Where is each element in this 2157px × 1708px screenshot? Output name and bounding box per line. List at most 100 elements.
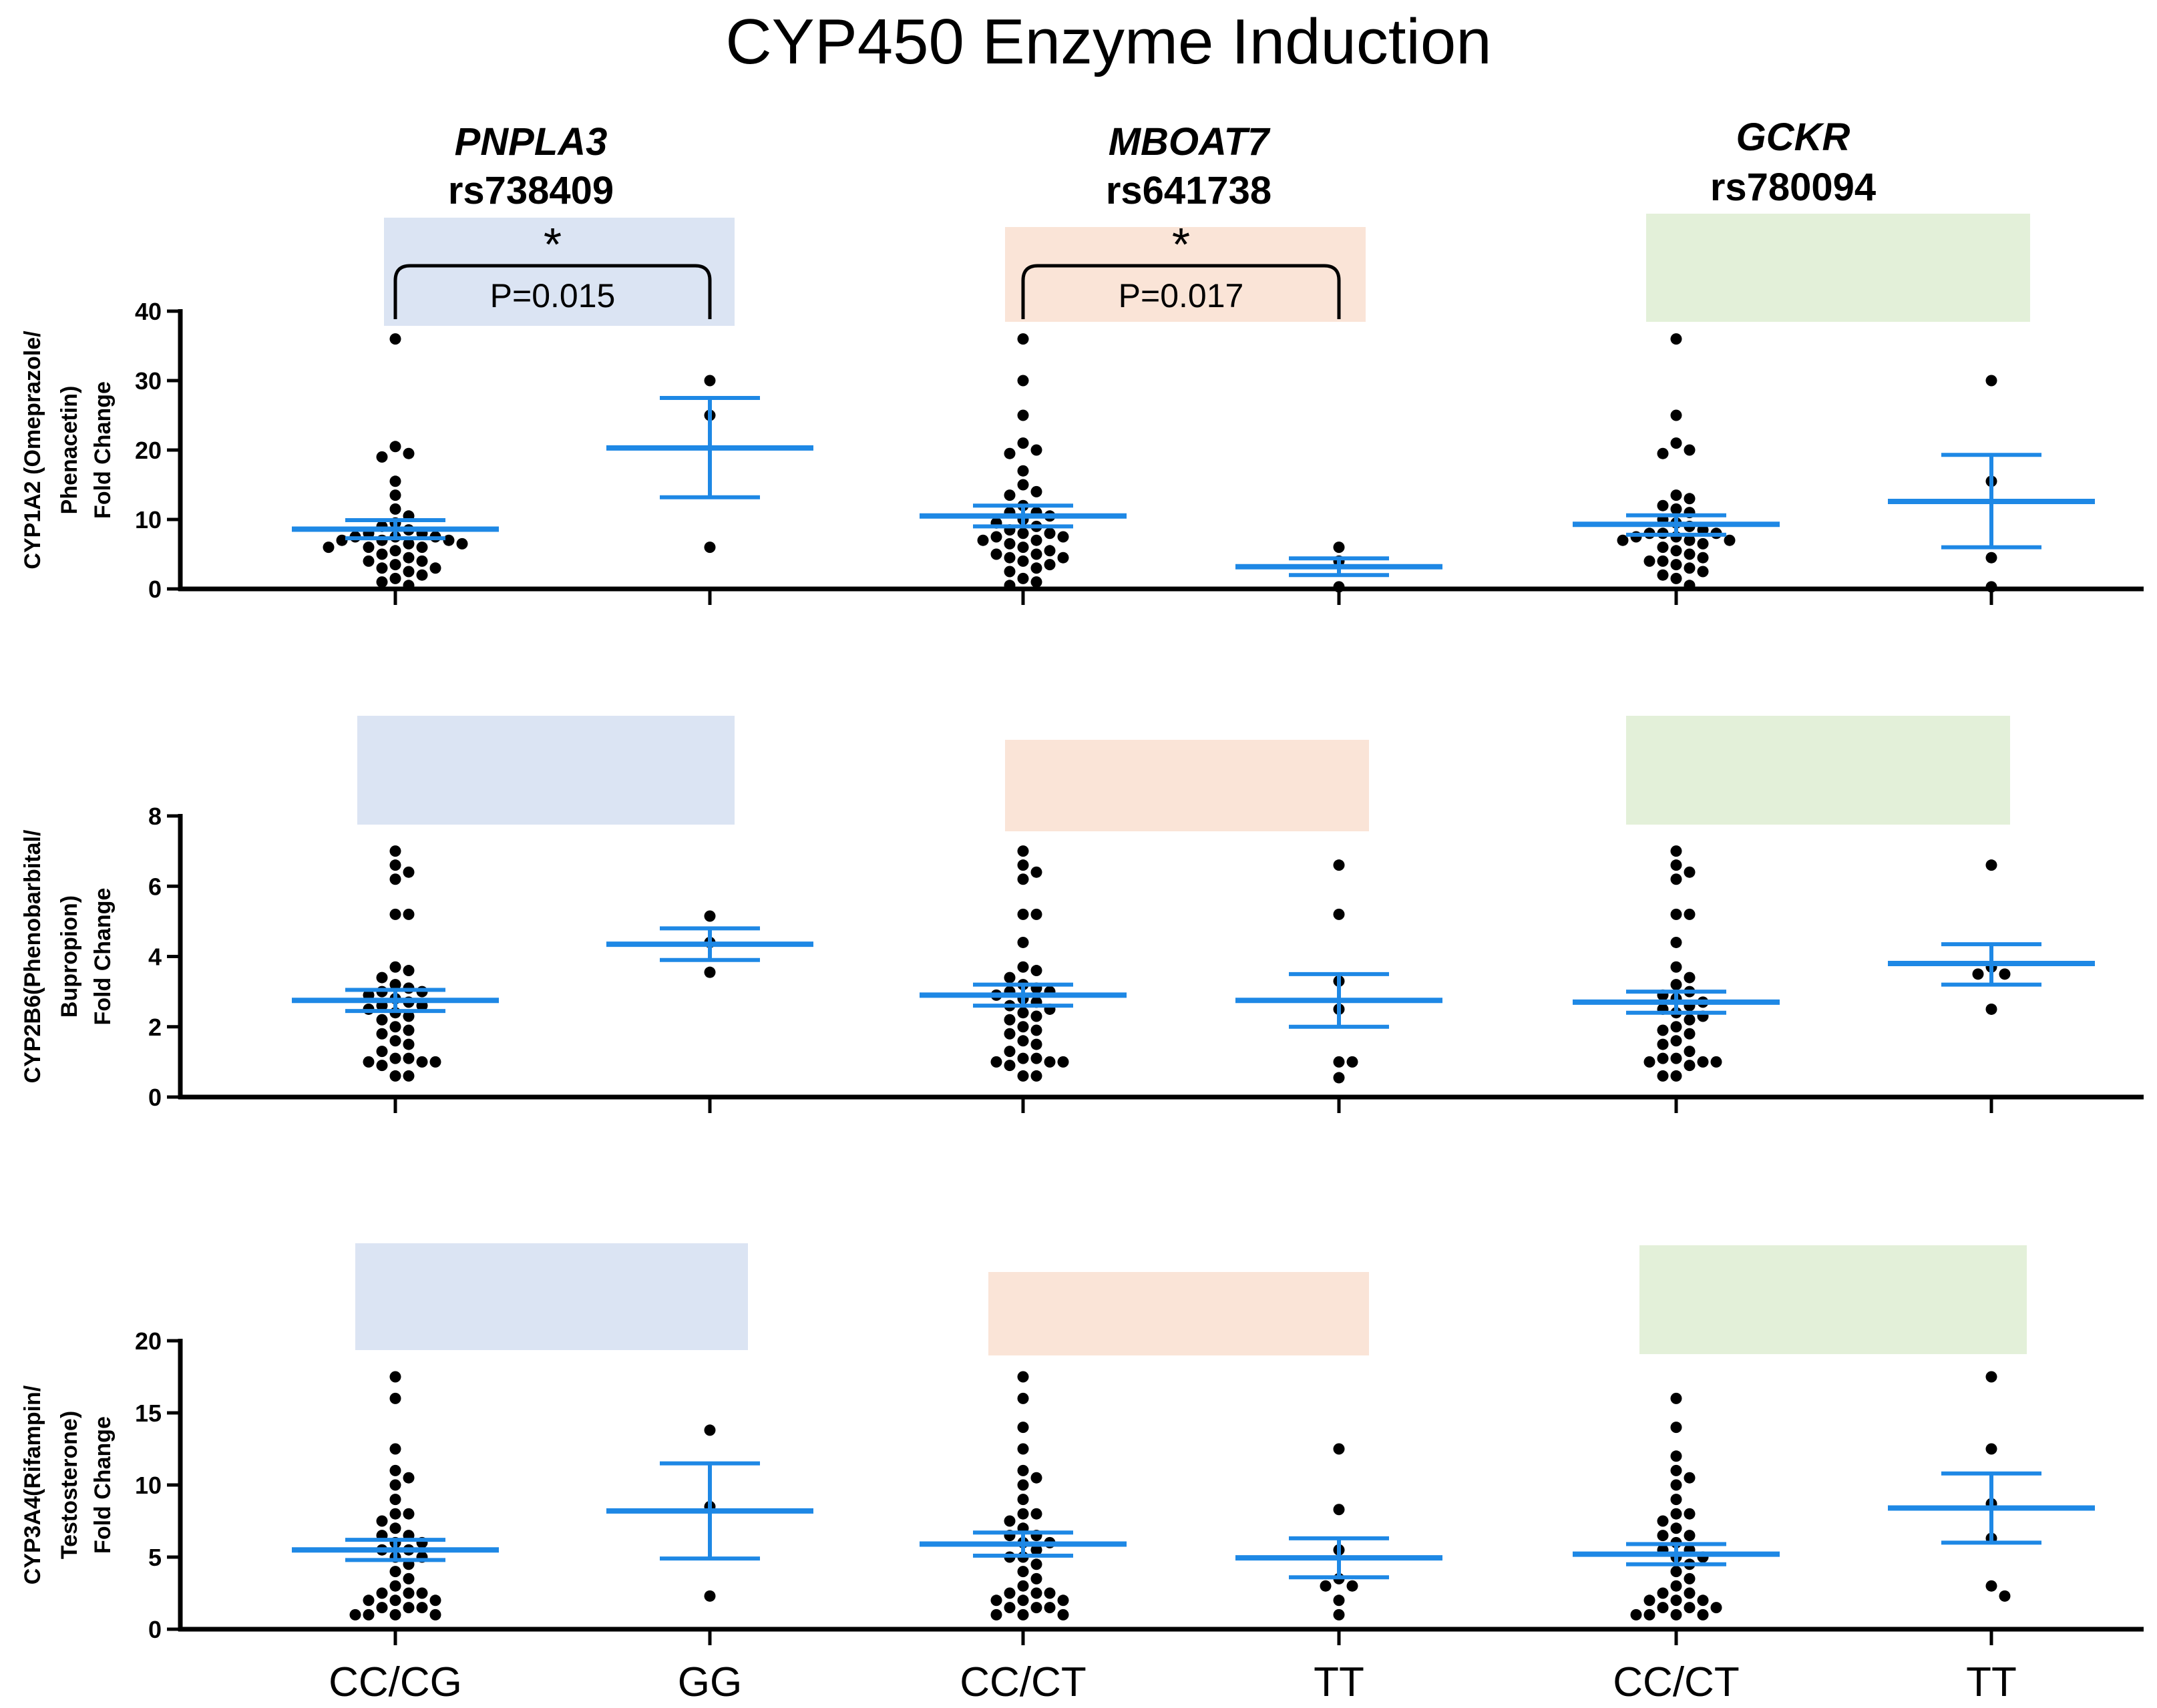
data-point	[416, 555, 428, 567]
data-point	[416, 569, 428, 581]
data-point	[1670, 1494, 1682, 1506]
data-point	[1697, 552, 1709, 564]
data-point	[1017, 437, 1029, 449]
data-point	[1017, 845, 1029, 857]
data-point	[1004, 447, 1016, 459]
data-point	[1684, 1587, 1696, 1599]
data-point	[1017, 572, 1029, 584]
data-point	[363, 1594, 375, 1607]
data-point	[389, 475, 401, 487]
data-point	[389, 441, 401, 453]
data-point	[403, 1572, 415, 1584]
data-point	[1684, 1046, 1696, 1058]
y-tick-label: 8	[148, 803, 162, 830]
data-point	[1684, 1530, 1696, 1542]
gene-label-gckr: GCKR	[1736, 116, 1850, 159]
data-point	[1333, 1056, 1345, 1068]
data-point	[389, 961, 401, 973]
data-point	[416, 1587, 428, 1599]
data-point	[1684, 534, 1696, 546]
data-point	[1670, 1508, 1682, 1520]
y-tick-label: 10	[135, 506, 162, 533]
data-point	[1985, 375, 1997, 387]
data-point	[1670, 1609, 1682, 1621]
group-band-gckr	[1646, 214, 2030, 322]
data-point	[389, 1443, 401, 1455]
data-point	[1670, 1580, 1682, 1592]
data-point	[1030, 908, 1042, 920]
data-point	[1684, 1060, 1696, 1072]
data-point	[1004, 1046, 1016, 1058]
x-category-label: TT	[1314, 1659, 1364, 1705]
data-point	[1697, 1609, 1709, 1621]
data-point	[1670, 908, 1682, 920]
data-point	[1004, 972, 1016, 984]
data-point	[389, 572, 401, 584]
data-point	[363, 1609, 375, 1621]
data-point	[1333, 908, 1345, 920]
group-band-pnpla3	[355, 1243, 748, 1350]
data-point	[1657, 1070, 1669, 1082]
y-axis-label: CYP2B6(Phenobarbital/	[20, 829, 45, 1083]
series-tt	[1235, 542, 1442, 593]
data-point	[1670, 1566, 1682, 1578]
data-point	[1017, 1464, 1029, 1476]
data-point	[429, 1056, 441, 1068]
data-point	[1617, 534, 1629, 546]
data-point	[1030, 548, 1042, 560]
data-point	[376, 1515, 388, 1527]
data-point	[1670, 1450, 1682, 1462]
data-point	[1657, 555, 1669, 567]
data-point	[1670, 1479, 1682, 1491]
data-point	[389, 845, 401, 857]
data-point	[1030, 1070, 1042, 1082]
data-point	[1017, 479, 1029, 491]
data-point	[1017, 1392, 1029, 1404]
data-point	[1670, 1035, 1682, 1047]
data-point	[1684, 1508, 1696, 1520]
data-point	[1999, 1590, 2011, 1602]
data-point	[429, 1594, 441, 1607]
data-point	[1017, 1035, 1029, 1047]
data-point	[1017, 1443, 1029, 1455]
data-point	[1044, 559, 1056, 571]
data-point	[1030, 1558, 1042, 1570]
data-point	[1657, 1515, 1669, 1527]
data-point	[1985, 1003, 1997, 1015]
data-point	[1657, 499, 1669, 511]
series-tt	[1888, 375, 2095, 593]
data-point	[1657, 1052, 1669, 1064]
data-point	[389, 1494, 401, 1506]
data-point	[1004, 1014, 1016, 1026]
data-point	[704, 1590, 716, 1602]
data-point	[1684, 1472, 1696, 1484]
significance-bracket	[393, 264, 712, 319]
data-point	[1017, 961, 1029, 973]
data-point	[1670, 1052, 1682, 1064]
data-point	[1985, 581, 1997, 593]
data-point	[1684, 972, 1696, 984]
data-point	[1030, 1602, 1042, 1614]
data-point	[1643, 555, 1655, 567]
data-point	[1985, 552, 1997, 564]
data-point	[1017, 542, 1029, 554]
data-point	[1017, 1594, 1029, 1607]
data-point	[403, 447, 415, 459]
data-point	[1044, 1056, 1056, 1068]
series-gg	[606, 910, 813, 978]
y-axis-label: Bupropion)	[57, 895, 82, 1018]
data-point	[1044, 1587, 1056, 1599]
data-point	[1017, 1508, 1029, 1520]
data-point	[1333, 542, 1345, 554]
x-category-label: CC/CG	[329, 1659, 462, 1705]
data-point	[1017, 936, 1029, 948]
data-point	[1017, 1021, 1029, 1033]
data-point	[429, 562, 441, 574]
data-point	[389, 1371, 401, 1383]
y-tick-label: 0	[148, 1084, 162, 1111]
y-tick-label: 30	[135, 367, 162, 395]
data-point	[1004, 1060, 1016, 1072]
data-point	[389, 1035, 401, 1047]
group-band-pnpla3	[357, 716, 735, 825]
